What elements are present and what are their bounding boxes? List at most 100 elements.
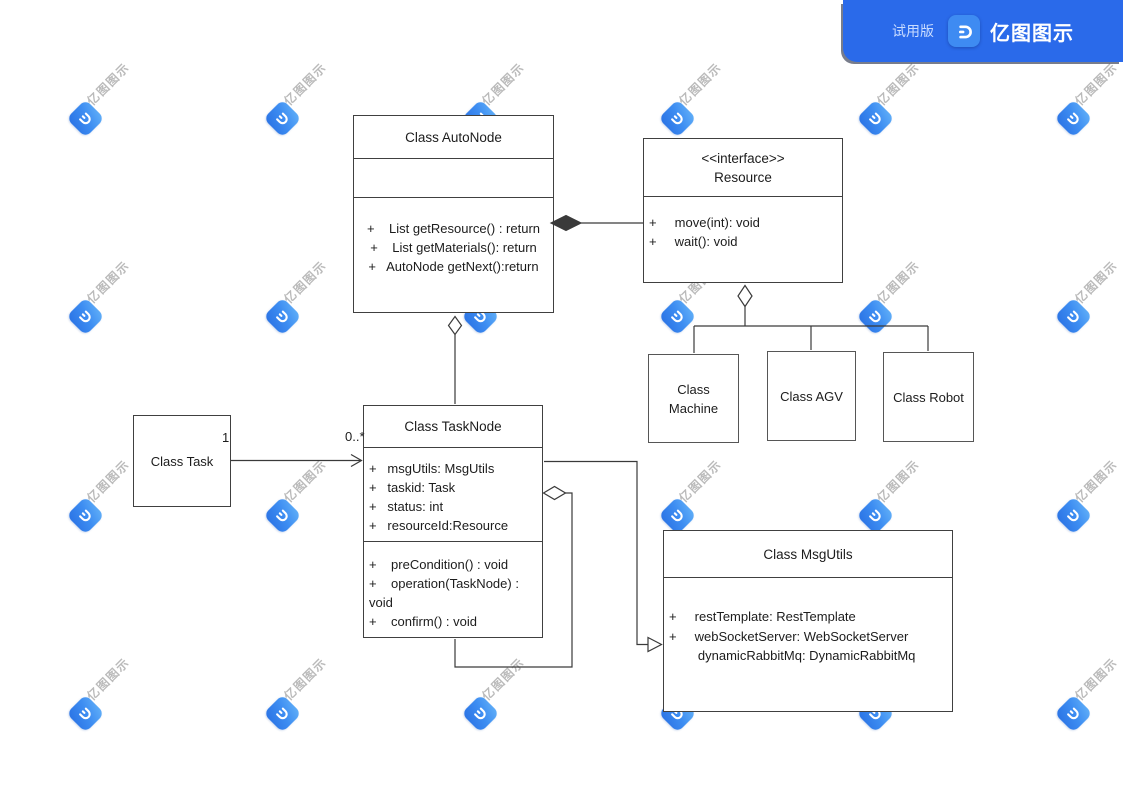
watermark: 亿图图示 — [856, 457, 922, 535]
member-line: + List getResource() : return — [366, 221, 541, 236]
watermark-text: 亿图图示 — [874, 258, 923, 307]
watermark: 亿图图示 — [1053, 457, 1120, 535]
class-box-msgutils[interactable]: Class MsgUtils + restTemplate: RestTempl… — [663, 530, 953, 712]
class-title: Class AutoNode — [354, 116, 553, 159]
composition-autonode-resource[interactable] — [549, 214, 643, 232]
member-line: + webSocketServer: WebSocketServer — [669, 628, 909, 644]
watermark-text: 亿图图示 — [1071, 258, 1120, 307]
class-title: Class MsgUtils — [664, 531, 952, 578]
edraw-watermark-icon — [658, 297, 697, 336]
multiplicity-label-many: 0..* — [345, 429, 365, 444]
interface-title: Resource — [714, 169, 772, 185]
edraw-watermark-icon — [658, 98, 697, 138]
watermark: 亿图图示 — [1053, 655, 1120, 733]
watermark: 亿图图示 — [65, 258, 132, 336]
watermark-text: 亿图图示 — [83, 456, 132, 505]
class-title: Class Robot — [893, 389, 964, 405]
watermark-text: 亿图图示 — [83, 59, 132, 108]
class-title: Class Machine — [668, 381, 719, 416]
member-line: + preCondition() : void — [369, 557, 509, 572]
edraw-watermark-icon — [856, 98, 895, 138]
member-line: dynamicRabbitMq: DynamicRabbitMq — [669, 648, 916, 663]
methods-section: + List getResource() : return + List getM… — [354, 198, 553, 312]
member-line: + List getMaterials(): return — [370, 240, 537, 255]
watermark: 亿图图示 — [65, 60, 132, 138]
watermark: 亿图图示 — [1053, 60, 1120, 138]
member-line: + resourceId:Resource — [369, 518, 509, 533]
watermark-text: 亿图图示 — [479, 59, 528, 108]
watermark-text: 亿图图示 — [676, 59, 725, 108]
methods-section: + move(int): void + wait(): void — [644, 197, 842, 282]
aggregation-autonode-tasknode[interactable] — [447, 315, 463, 405]
watermark-text: 亿图图示 — [479, 655, 528, 704]
class-box-tasknode[interactable]: Class TaskNode + msgUtils: MsgUtils + tas… — [363, 405, 543, 638]
watermark-text: 亿图图示 — [83, 655, 132, 704]
class-box-robot[interactable]: Class Robot — [883, 352, 974, 442]
class-box-task[interactable]: Class Task — [133, 415, 231, 507]
watermark-text: 亿图图示 — [874, 59, 923, 108]
member-line: + status: int — [369, 499, 444, 514]
class-title: Class AGV — [780, 388, 843, 404]
attributes-section: + restTemplate: RestTemplate + webSocketS… — [664, 578, 952, 711]
edraw-watermark-icon — [1053, 694, 1093, 733]
association-task-tasknode[interactable] — [231, 453, 363, 468]
edraw-watermark-icon — [263, 98, 302, 138]
watermark-text: 亿图图示 — [281, 59, 330, 108]
watermark-text: 亿图图示 — [83, 258, 132, 307]
watermark: 亿图图示 — [1053, 258, 1120, 336]
member-line: + move(int): void — [649, 215, 760, 230]
class-box-agv[interactable]: Class AGV — [767, 351, 856, 441]
class-title: Class TaskNode — [364, 406, 542, 448]
attributes-section: + msgUtils: MsgUtils + taskid: Task + stat… — [364, 448, 542, 542]
edraw-watermark-icon — [461, 694, 500, 733]
member-line: + AutoNode getNext():return — [368, 259, 539, 274]
watermark: 亿图图示 — [461, 655, 527, 733]
watermark: 亿图图示 — [658, 258, 725, 336]
edraw-watermark-icon — [65, 495, 105, 535]
trial-banner[interactable]: 试用版 亿图图示 — [843, 0, 1123, 62]
member-line: + restTemplate: RestTemplate — [669, 609, 856, 624]
dependency-tasknode-msgutils[interactable] — [544, 460, 663, 653]
multiplicity-label-one: 1 — [222, 430, 230, 445]
watermark: 亿图图示 — [658, 457, 725, 535]
member-line: + confirm() : void — [369, 614, 477, 629]
edraw-watermark-icon — [1053, 98, 1093, 138]
class-box-machine[interactable]: Class Machine — [648, 354, 739, 443]
aggregation-resource-implementations[interactable] — [693, 284, 929, 354]
member-line: + msgUtils: MsgUtils — [369, 461, 495, 476]
edraw-logo-icon — [948, 15, 980, 47]
watermark-text: 亿图图示 — [1071, 655, 1120, 704]
brand-name: 亿图图示 — [990, 22, 1074, 45]
edraw-watermark-icon — [1053, 297, 1093, 336]
watermark: 亿图图示 — [65, 457, 132, 535]
interface-box-resource[interactable]: <<interface>> Resource + move(int): void… — [643, 138, 843, 283]
edraw-watermark-icon — [65, 694, 105, 733]
watermark: 亿图图示 — [658, 60, 725, 138]
watermark: 亿图图示 — [263, 655, 330, 733]
watermark-text: 亿图图示 — [281, 258, 330, 307]
watermark-text: 亿图图示 — [676, 456, 725, 505]
watermark-text: 亿图图示 — [1071, 59, 1120, 108]
interface-stereotype: <<interface>> — [701, 150, 785, 166]
edraw-watermark-icon — [65, 297, 105, 336]
member-line: + wait(): void — [649, 234, 738, 249]
watermark: 亿图图示 — [263, 457, 330, 535]
watermark: 亿图图示 — [856, 258, 922, 336]
watermark: 亿图图示 — [856, 60, 922, 138]
edraw-watermark-icon — [65, 98, 105, 138]
watermark-text: 亿图图示 — [874, 456, 923, 505]
methods-section: + preCondition() : void + operation(TaskN… — [364, 542, 542, 637]
watermark-text: 亿图图示 — [281, 456, 330, 505]
watermark-text: 亿图图示 — [1071, 456, 1120, 505]
watermark: 亿图图示 — [263, 258, 330, 336]
member-line: + taskid: Task — [369, 480, 456, 495]
edraw-watermark-icon — [263, 297, 302, 336]
edraw-watermark-icon — [856, 297, 895, 336]
class-title: Class Task — [150, 453, 214, 469]
edraw-watermark-icon — [856, 495, 895, 535]
member-line: + operation(TaskNode) : void — [369, 576, 523, 610]
class-box-autonode[interactable]: Class AutoNode + List getResource() : re… — [353, 115, 554, 313]
attributes-section — [354, 159, 553, 198]
trial-version-label: 试用版 — [892, 23, 934, 39]
